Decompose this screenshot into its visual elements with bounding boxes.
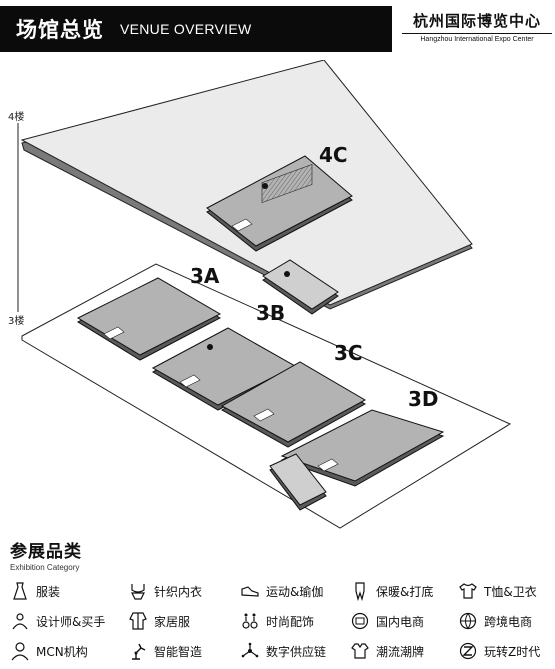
category-label: 数字供应链 bbox=[266, 644, 327, 659]
z-generation-icon bbox=[459, 642, 477, 660]
hall-4c-pin-icon bbox=[262, 183, 268, 189]
category-label: 国内电商 bbox=[376, 614, 425, 629]
hall-label-4c: 4C bbox=[319, 143, 348, 167]
hall-3d-entrance-arrow-icon bbox=[317, 458, 339, 472]
hall-4c-sign bbox=[261, 164, 313, 204]
category-label: 服装 bbox=[36, 584, 61, 599]
hall-3c-entrance-arrow-icon bbox=[253, 408, 275, 422]
category-item-mcn-agency[interactable]: MCN机构 bbox=[10, 641, 88, 661]
network-icon bbox=[241, 642, 259, 658]
category-label: 针织内衣 bbox=[154, 584, 203, 599]
thermal-suit-icon bbox=[355, 582, 365, 601]
venue-map: 4楼 3楼 4C 3A 3B 3C 3D bbox=[8, 60, 512, 529]
floor-label-4: 4楼 bbox=[8, 110, 24, 123]
floor-4-slab bbox=[20, 60, 473, 310]
category-item-knitwear-underwear[interactable]: 针织内衣 bbox=[128, 581, 202, 601]
hall-4c-entrance-arrow-icon bbox=[231, 218, 253, 232]
category-item-designer-buyer[interactable]: 设计师&买手 bbox=[10, 611, 105, 631]
brand-name: 杭州国际博览中心 bbox=[412, 12, 541, 30]
pajama-icon bbox=[129, 612, 147, 630]
category-item-z-generation[interactable]: 玩转Z时代 bbox=[458, 641, 540, 661]
hall-3b-entrance-arrow-icon bbox=[179, 374, 201, 388]
person-icon bbox=[11, 642, 29, 661]
hall-label-3c: 3C bbox=[334, 341, 363, 365]
hall-label-3d: 3D bbox=[408, 387, 439, 411]
category-item-sports-yoga[interactable]: 运动&瑜伽 bbox=[240, 581, 323, 601]
trendy-shirt-icon bbox=[351, 643, 369, 659]
tshirt-icon bbox=[459, 583, 477, 599]
legend-title: 参展品类 bbox=[10, 542, 82, 562]
category-item-digital-supply-chain[interactable]: 数字供应链 bbox=[240, 641, 326, 661]
hall-3a-block[interactable] bbox=[76, 277, 222, 361]
header: 场馆总览 VENUE OVERVIEW 杭州国际博览中心 Hangzhou In… bbox=[0, 0, 555, 62]
wing-pin-icon bbox=[284, 271, 290, 277]
hall-label-3b: 3B bbox=[256, 301, 285, 325]
floor-4-wing[interactable] bbox=[262, 259, 339, 315]
category-item-thermal-base[interactable]: 保暖&打底 bbox=[350, 581, 433, 601]
title-bar: 场馆总览 VENUE OVERVIEW bbox=[0, 6, 392, 52]
category-legend: 参展品类 Exhibition Category 服装 针织内衣 运动&瑜伽 保… bbox=[10, 537, 550, 661]
hall-4c-block[interactable] bbox=[206, 155, 353, 252]
cross-border-icon bbox=[459, 612, 477, 630]
category-item-cross-border-ecommerce[interactable]: 跨境电商 bbox=[458, 611, 532, 631]
category-label: 玩转Z时代 bbox=[484, 644, 541, 659]
earring-icon bbox=[242, 613, 258, 629]
designer-icon bbox=[12, 613, 28, 630]
floor-label-3: 3楼 bbox=[8, 314, 24, 327]
legend-subtitle: Exhibition Category bbox=[10, 563, 80, 572]
category-item-trendy-brands[interactable]: 潮流潮牌 bbox=[350, 641, 424, 661]
page-title: 场馆总览 bbox=[16, 18, 104, 42]
category-label: 保暖&打底 bbox=[376, 584, 434, 599]
category-item-homewear[interactable]: 家居服 bbox=[128, 611, 190, 631]
brand-logo: 杭州国际博览中心 Hangzhou International Expo Cen… bbox=[402, 10, 552, 43]
hall-3a-entrance-arrow-icon bbox=[103, 326, 125, 340]
robot-arm-icon bbox=[132, 643, 146, 660]
category-item-domestic-ecommerce[interactable]: 国内电商 bbox=[350, 611, 424, 631]
hall-3d-block[interactable] bbox=[280, 409, 445, 487]
hall-3c-block[interactable] bbox=[220, 361, 367, 448]
page-title-english: VENUE OVERVIEW bbox=[120, 21, 252, 37]
hall-3b-block[interactable] bbox=[151, 327, 297, 411]
category-label: 智能智造 bbox=[154, 644, 203, 659]
brand-name-english: Hangzhou International Expo Center bbox=[402, 33, 552, 43]
category-label: 跨境电商 bbox=[484, 614, 533, 629]
category-label: MCN机构 bbox=[36, 644, 88, 659]
category-label: 潮流潮牌 bbox=[376, 644, 425, 659]
floor-3-wing[interactable] bbox=[269, 453, 327, 511]
dress-icon bbox=[13, 582, 27, 600]
category-label: 时尚配饰 bbox=[266, 614, 315, 629]
hall-3b-pin-icon bbox=[207, 344, 213, 350]
category-item-apparel[interactable]: 服装 bbox=[10, 581, 60, 601]
category-label: 设计师&买手 bbox=[36, 614, 106, 629]
sneaker-icon bbox=[241, 586, 259, 597]
hall-label-3a: 3A bbox=[190, 264, 220, 288]
category-item-smart-manufacturing[interactable]: 智能智造 bbox=[128, 641, 202, 661]
category-item-tshirt-hoodie[interactable]: T恤&卫衣 bbox=[458, 581, 537, 601]
category-item-fashion-accessories[interactable]: 时尚配饰 bbox=[240, 611, 314, 631]
domestic-ecommerce-icon bbox=[351, 612, 369, 630]
underwear-icon bbox=[131, 584, 145, 600]
category-label: 运动&瑜伽 bbox=[266, 584, 324, 599]
category-label: 家居服 bbox=[154, 614, 191, 629]
category-label: T恤&卫衣 bbox=[484, 584, 537, 599]
